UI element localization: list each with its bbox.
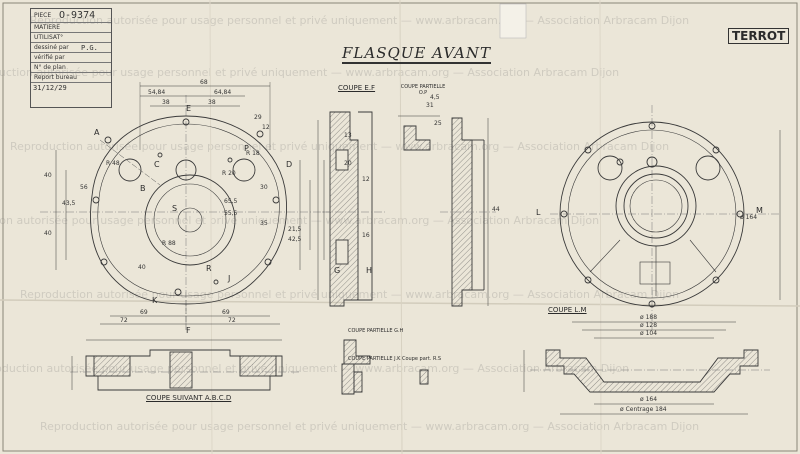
dimension: ø 128: [640, 322, 658, 329]
title-block-row: vérifié par: [31, 53, 111, 63]
dimension: 13: [344, 132, 352, 139]
cut-letter: G: [334, 266, 341, 275]
section-jk: [341, 363, 363, 395]
title-block-row: UTILISAT°: [31, 33, 111, 43]
label-coupe-lm: COUPE L.M: [548, 306, 587, 314]
dimension: 69: [222, 309, 230, 316]
cut-letter: L: [536, 208, 541, 217]
label-coupe-abcd: COUPE SUIVANT A.B.C.D: [146, 394, 232, 402]
section-lm-side: [440, 117, 496, 307]
dimension: 21,5: [288, 226, 302, 233]
dimension: 20: [344, 160, 352, 167]
cut-letter: F: [186, 326, 191, 335]
cut-letter: R: [206, 264, 212, 273]
dimension: 16: [362, 232, 370, 239]
dimension: 43,5: [62, 200, 76, 207]
cut-letter: E: [186, 104, 192, 113]
dimension: 12: [262, 124, 270, 131]
dimension: ø 188: [640, 314, 658, 321]
label-coupe-jk: COUPE PARTIELLE J.K: [348, 356, 401, 362]
label-coupe-gh: COUPE PARTIELLE G.H: [348, 328, 404, 334]
dimension: ø 104: [640, 330, 658, 337]
dimension: 38: [162, 99, 170, 106]
dimension: 31: [426, 102, 434, 109]
dimension: 65,5: [224, 198, 238, 205]
dimension: 42,5: [288, 236, 302, 243]
dimension: 40: [138, 264, 146, 271]
dimension: 56: [80, 184, 88, 191]
front-view-right: [550, 105, 781, 330]
dimension: 68: [200, 79, 208, 86]
dimension: R 48: [106, 160, 120, 167]
dimension: ø 164: [640, 396, 658, 403]
section-lm: [523, 321, 770, 415]
dimension: R 88: [162, 240, 176, 247]
cut-letter: J: [228, 274, 231, 283]
cut-letter: B: [140, 184, 146, 193]
dimension: R 18: [246, 150, 260, 157]
dimension: 35: [260, 220, 268, 227]
dimension: 4,5: [430, 94, 440, 101]
dimension: 55,5: [224, 210, 238, 217]
section-abcd: [70, 339, 300, 391]
label-coupe-op: COUPE PARTIELLE O.P: [400, 84, 446, 96]
dimension: 40: [44, 230, 52, 237]
cut-letter: P: [244, 144, 249, 153]
title-block-row: MATIERE: [31, 23, 111, 33]
label-coupe-rs: Coupe part. R.S: [402, 356, 442, 362]
dimension: 25: [434, 120, 442, 127]
cut-letter: H: [366, 266, 373, 275]
dimension: 69: [140, 309, 148, 316]
brand-logo: TERROT: [728, 28, 790, 44]
dimension: 30: [260, 184, 268, 191]
section-ef: [317, 111, 385, 307]
cut-letter: D: [286, 160, 293, 169]
dimension: 40: [44, 172, 52, 179]
cut-letter: K: [152, 296, 158, 305]
dimension: 44: [492, 206, 500, 213]
section-rs: [419, 369, 429, 385]
cut-letter: S: [172, 204, 178, 213]
dimension: ø 164: [740, 214, 758, 221]
dimension: R 20: [222, 170, 236, 177]
section-op: [398, 115, 440, 151]
title-block-row: Report bureau: [31, 73, 111, 83]
cut-letter: M: [756, 206, 763, 215]
cut-letter: A: [94, 128, 100, 137]
dimension: 29: [254, 114, 262, 121]
label-coupe-ef: COUPE E.F: [338, 84, 376, 92]
front-view-left: [40, 82, 330, 330]
dimension: ø Centrage 184: [620, 406, 667, 413]
dimension: 12: [362, 176, 370, 183]
drawing-title: FLASQUE AVANT: [342, 44, 491, 64]
dimension: 64,84: [214, 89, 232, 96]
title-block-row: N° de plan: [31, 63, 111, 73]
dimension: 72: [120, 317, 128, 324]
title-block-date: 31/12/29: [33, 84, 67, 92]
cut-letter: C: [154, 160, 160, 169]
dimension: 54,84: [148, 89, 166, 96]
dimension: 38: [208, 99, 216, 106]
dimension: 72: [228, 317, 236, 324]
